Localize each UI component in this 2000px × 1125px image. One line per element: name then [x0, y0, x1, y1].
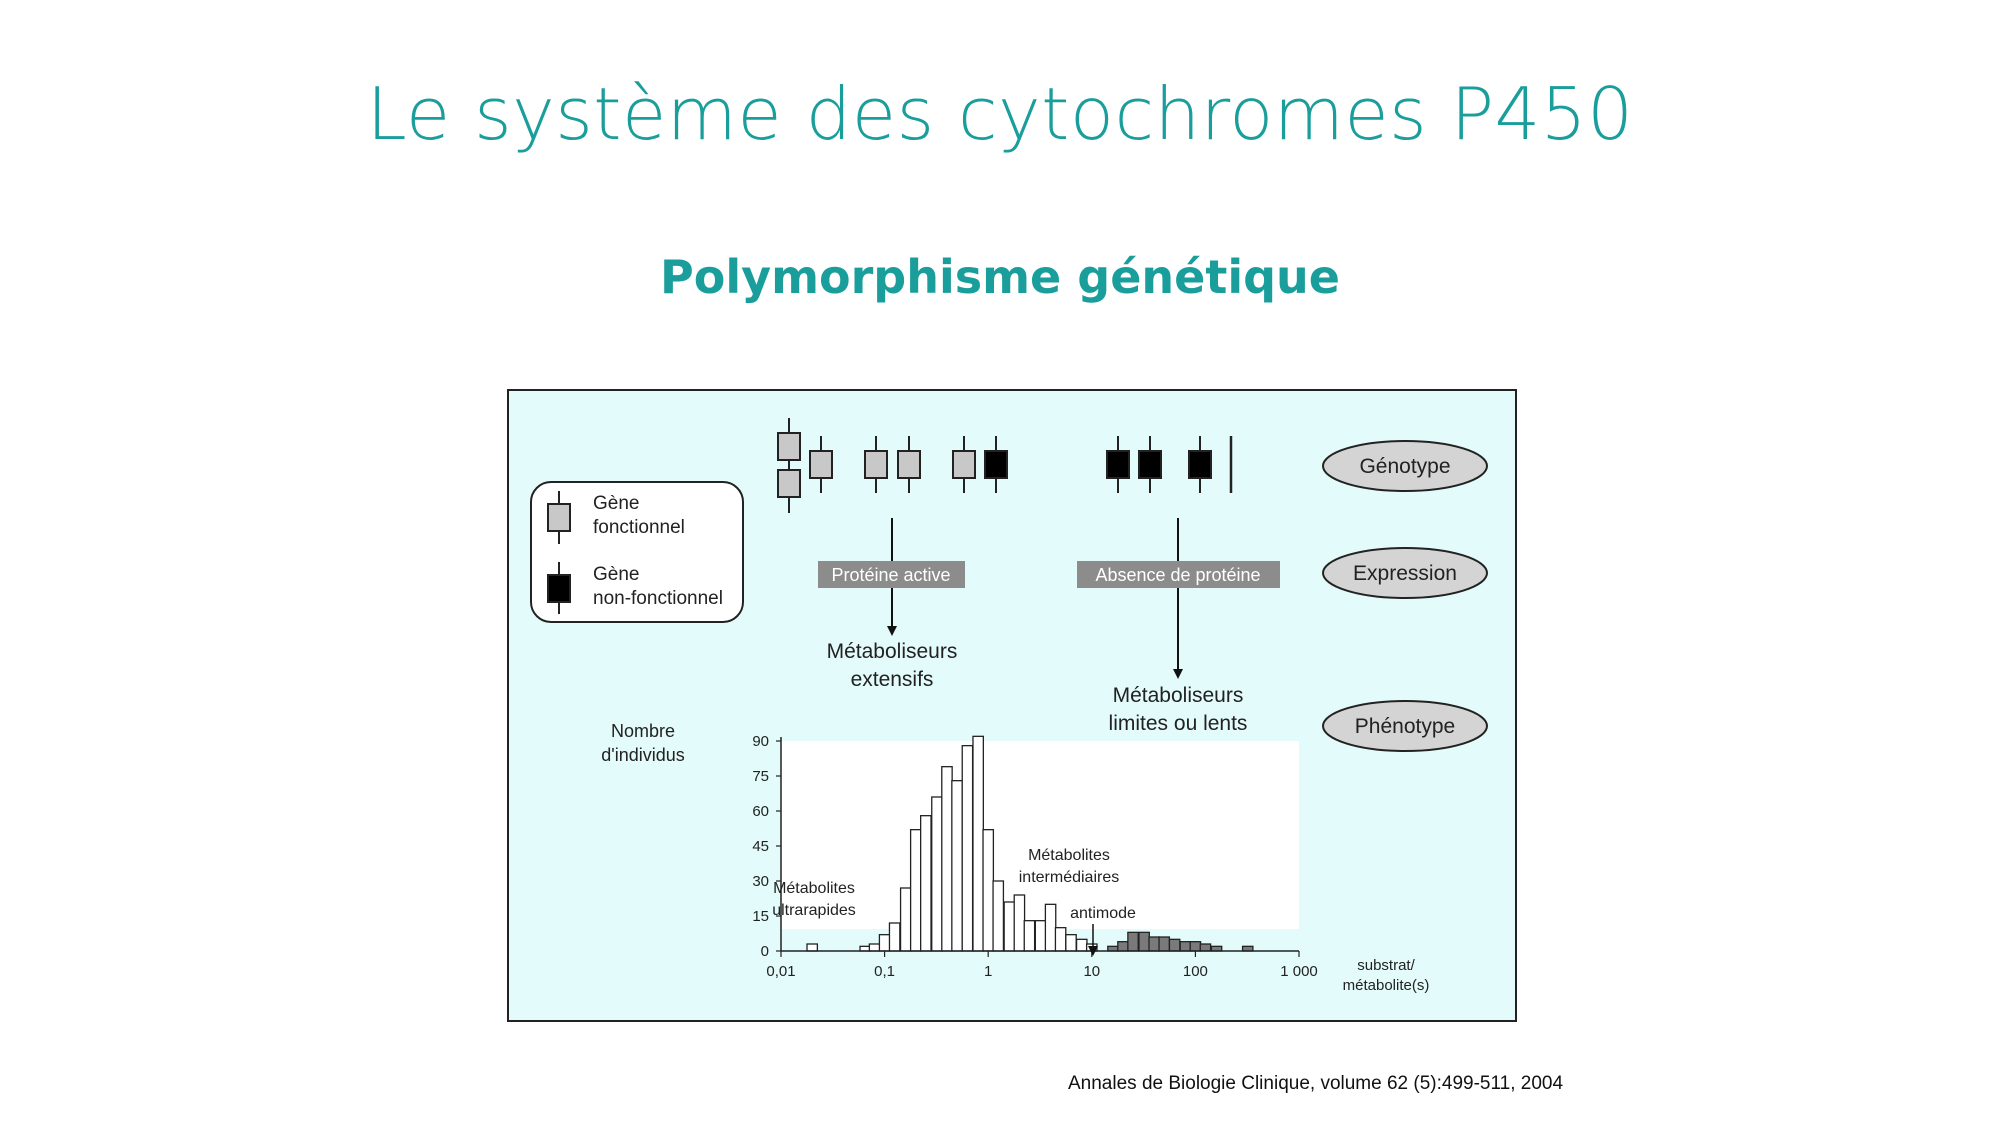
- x-tick-label-1: 0,1: [874, 963, 895, 980]
- histogram-plot-area: [781, 741, 1299, 929]
- polymorphism-diagram: Gène fonctionnel Gène non-fonctionnel: [530, 418, 1488, 994]
- y-tick-label-15: 15: [752, 908, 769, 925]
- histogram-bar-extensive-10: [951, 780, 963, 952]
- histogram-bar-extensive-14: [992, 880, 1005, 952]
- legend-nonfunctional-label-2: non-fonctionnel: [593, 588, 723, 609]
- antimode-label: antimode: [1070, 905, 1136, 922]
- legend-nonfunctional-gene-icon: [547, 574, 571, 603]
- absent-protein-label: Absence de protéine: [1095, 565, 1260, 585]
- ultrarapid-label-1: Métabolites: [773, 880, 855, 897]
- active-protein-label: Protéine active: [831, 565, 950, 585]
- gene-pair-3-nonfunctional: [984, 450, 1008, 479]
- extensive-label-2: extensifs: [851, 668, 934, 691]
- histogram-bar-extensive-7: [919, 815, 932, 952]
- histogram-bar-extensive-12: [972, 735, 984, 952]
- active-protein-box: [818, 561, 965, 588]
- x-tick-label-0: 0,01: [766, 963, 795, 980]
- legend-functional-label-1: Gène: [593, 493, 639, 514]
- intermediate-label-2: intermédiaires: [1019, 869, 1119, 886]
- legend-frame: [530, 481, 744, 623]
- histogram-bar-extensive-22: [1075, 938, 1088, 952]
- gene-pair-1-functional-a: [777, 432, 801, 461]
- histogram-bar-extensive-17: [1023, 920, 1036, 952]
- histogram-bar-extensive-23: [1085, 943, 1098, 952]
- histogram-bar-poor-4: [1148, 936, 1160, 952]
- histogram: Nombre d'individus substrat/ métabolite(…: [601, 721, 1429, 994]
- expression-ellipse: [1322, 547, 1488, 599]
- y-axis-label-2: d'individus: [601, 745, 685, 765]
- phenotype-label: Phénotype: [1355, 715, 1455, 738]
- histogram-bar-extensive-20: [1054, 927, 1067, 952]
- poor-label-2: limites ou lents: [1109, 712, 1248, 735]
- histogram-bar-poor-5: [1158, 936, 1171, 952]
- gene-pair-4-nonfunctional-a: [1106, 450, 1130, 479]
- x-tick-label-3: 10: [1083, 963, 1100, 980]
- histogram-bar-extensive-4: [888, 922, 901, 952]
- gene-pair-1-functional-b: [777, 469, 801, 498]
- slide-subtitle: Polymorphisme génétique: [660, 250, 1340, 304]
- extensive-flow: Protéine active Métaboliseurs extensifs: [818, 518, 965, 691]
- histogram-bars: [806, 735, 1254, 952]
- ultrarapid-label-2: ultrarapides: [772, 902, 856, 919]
- absent-protein-box: [1077, 561, 1280, 588]
- extensive-label-1: Métaboliseurs: [827, 640, 958, 663]
- histogram-bar-extensive-16: [1013, 894, 1026, 952]
- gene-pair-2-functional-b: [897, 450, 921, 479]
- histogram-bar-extensive-0: [806, 943, 819, 952]
- legend-nonfunctional-label-1: Gène: [593, 564, 639, 585]
- x-axis-label-2: métabolite(s): [1343, 977, 1430, 994]
- genotype-pairs: [777, 418, 1233, 513]
- poor-label-1: Métaboliseurs: [1113, 684, 1244, 707]
- expression-label: Expression: [1353, 562, 1457, 585]
- slide-title: Le système des cytochromes P450: [366, 72, 1634, 156]
- x-tick-label-4: 100: [1183, 963, 1208, 980]
- histogram-bar-extensive-18: [1034, 920, 1047, 952]
- gene-pair-2-functional-a: [864, 450, 888, 479]
- y-tick-label-30: 30: [752, 873, 769, 890]
- histogram-bar-poor-7: [1179, 941, 1192, 952]
- gene-legend: Gène fonctionnel Gène non-fonctionnel: [530, 481, 744, 623]
- y-axis-label-1: Nombre: [611, 721, 675, 741]
- intermediate-label-1: Métabolites: [1028, 847, 1110, 864]
- histogram-bar-poor-6: [1168, 938, 1181, 952]
- histogram-bar-extensive-19: [1044, 903, 1057, 952]
- histogram-bar-extensive-21: [1065, 934, 1077, 952]
- polymorphism-figure: Gène fonctionnel Gène non-fonctionnel: [507, 389, 1517, 1022]
- y-tick-label-0: 0: [761, 943, 769, 960]
- level-labels: Génotype Expression Phénotype: [1322, 440, 1488, 752]
- histogram-bar-extensive-6: [909, 829, 922, 952]
- gene-pair-3-functional: [952, 450, 976, 479]
- histogram-bar-poor-8: [1189, 941, 1202, 952]
- gene-pair-5-nonfunctional: [1188, 450, 1212, 479]
- histogram-bar-poor-9: [1199, 943, 1212, 952]
- histogram-ticks: 0 15 30 45 60 75 90 0,01 0,1 1 10 100 1 000: [752, 733, 1317, 980]
- histogram-bar-extensive-13: [982, 829, 995, 952]
- histogram-bar-poor-1: [1117, 941, 1129, 952]
- genotype-label: Génotype: [1359, 455, 1450, 478]
- legend-functional-gene-icon: [547, 503, 571, 532]
- phenotype-ellipse: [1322, 700, 1488, 752]
- genotype-ellipse: [1322, 440, 1488, 492]
- gene-pair-4-nonfunctional-b: [1138, 450, 1162, 479]
- y-tick-label-60: 60: [752, 803, 769, 820]
- histogram-bar-extensive-11: [961, 745, 974, 952]
- histogram-bar-extensive-8: [931, 796, 943, 952]
- source-citation: Annales de Biologie Clinique, volume 62 …: [1068, 1073, 1564, 1094]
- gene-pair-1-functional-c: [809, 450, 833, 479]
- histogram-bar-poor-2: [1127, 931, 1139, 952]
- y-tick-label-75: 75: [752, 768, 769, 785]
- histogram-bar-extensive-9: [941, 766, 953, 952]
- y-tick-label-90: 90: [752, 733, 769, 750]
- legend-functional-label-2: fonctionnel: [593, 517, 685, 538]
- x-tick-label-2: 1: [984, 963, 992, 980]
- histogram-bar-extensive-2: [868, 943, 881, 952]
- y-tick-label-45: 45: [752, 838, 769, 855]
- poor-flow: Absence de protéine Métaboliseurs limite…: [1077, 518, 1280, 735]
- histogram-bar-extensive-15: [1003, 901, 1016, 952]
- histogram-bar-extensive-5: [899, 887, 912, 952]
- x-axis-label-1: substrat/: [1357, 957, 1415, 974]
- histogram-bar-extensive-3: [878, 934, 891, 952]
- x-tick-label-5: 1 000: [1280, 963, 1318, 980]
- histogram-bar-poor-3: [1138, 931, 1150, 952]
